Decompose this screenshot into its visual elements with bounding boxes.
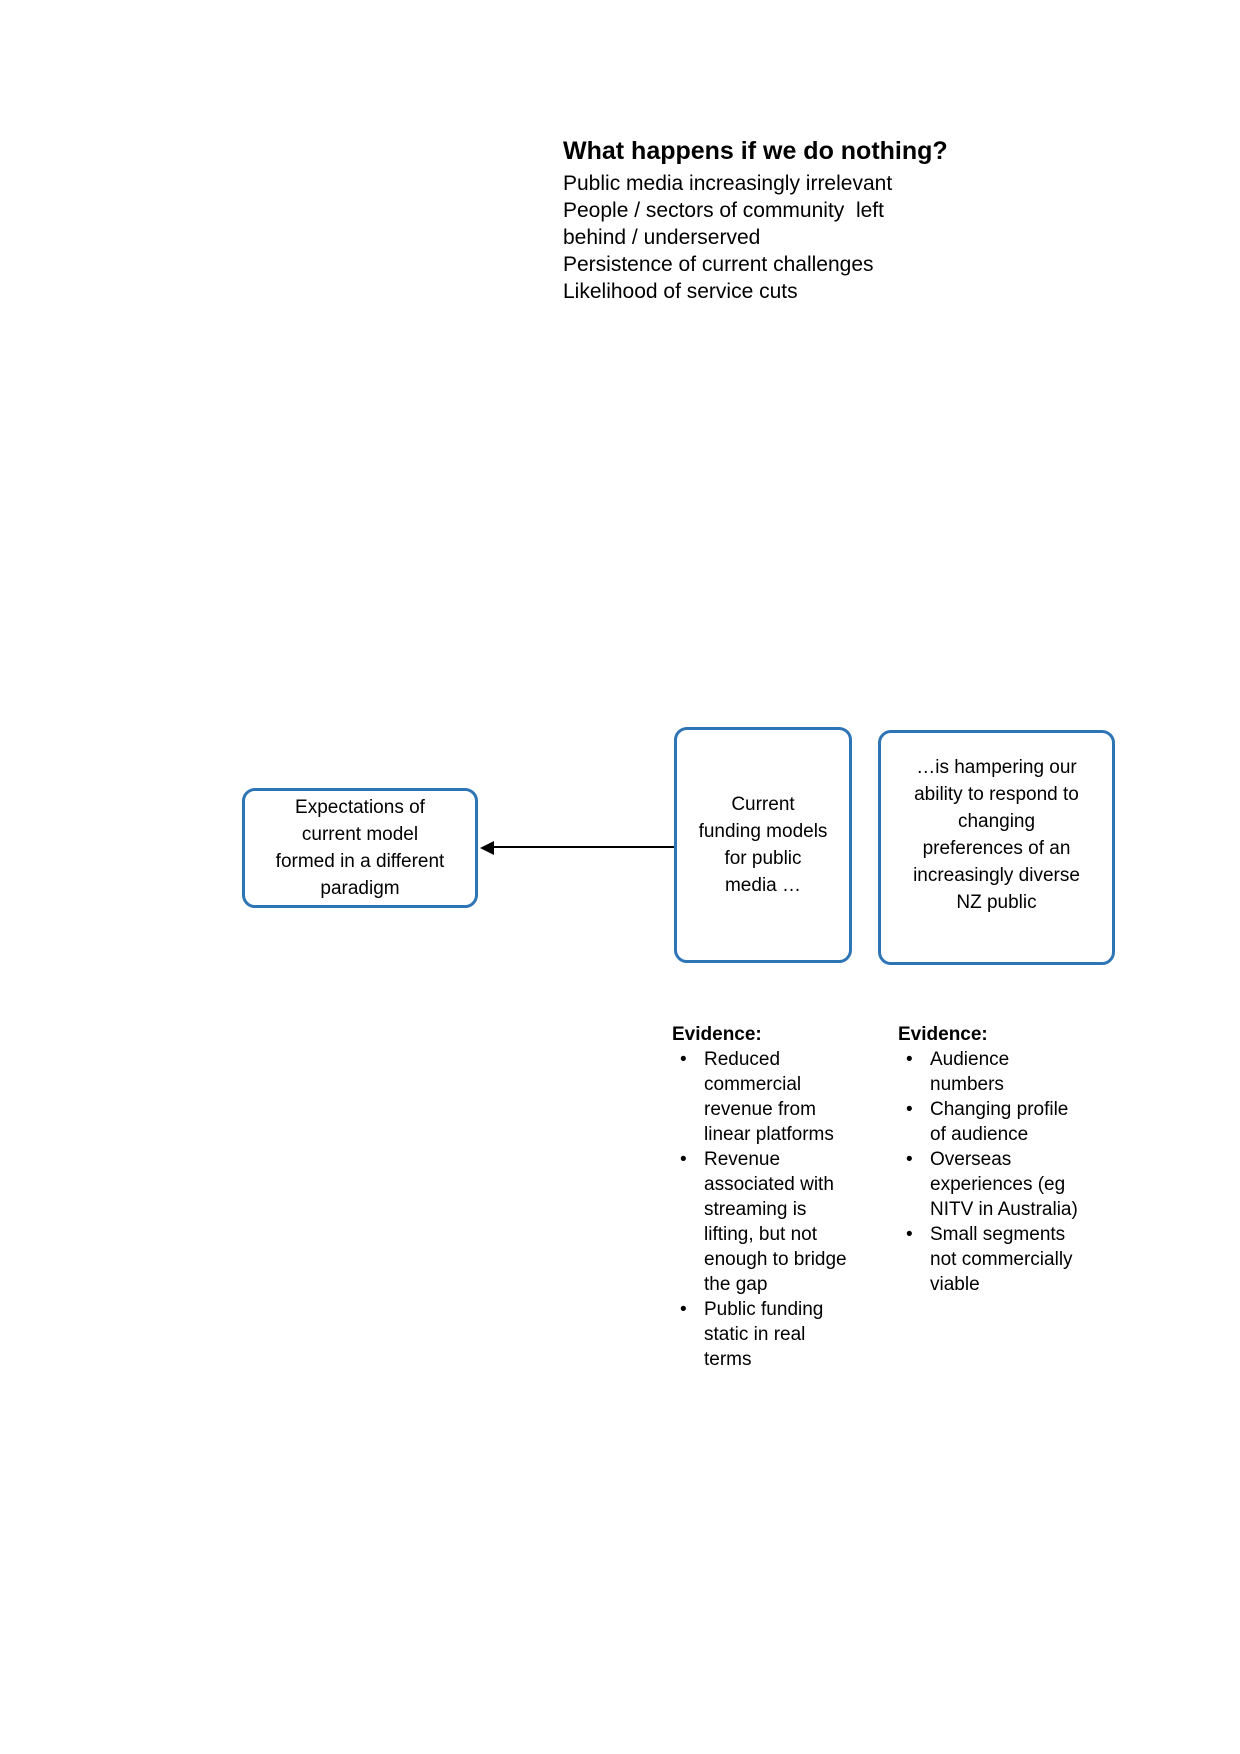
text-line: paradigm: [320, 878, 400, 899]
text-line: Public media increasingly irrelevant: [563, 172, 893, 195]
text-line: media …: [724, 875, 802, 896]
text-line: formed in a different: [275, 851, 445, 872]
text-line: behind / underserved: [563, 226, 761, 249]
evidence-column-audience: Evidence: Audience numbersChanging profi…: [898, 1022, 1084, 1297]
box-hampering-ability-text: …is hampering our ability to respond to ch…: [881, 754, 1112, 916]
text-line: changing: [957, 811, 1036, 832]
box-hampering-ability: …is hampering our ability to respond to ch…: [878, 730, 1115, 965]
text-line: Likelihood of service cuts: [563, 280, 798, 303]
evidence-list-audience: Audience numbersChanging profile of audi…: [898, 1047, 1080, 1297]
text-line: People / sectors of community left: [563, 199, 884, 222]
arrow-shaft: [492, 846, 674, 848]
text-line: for public: [724, 848, 802, 869]
header-block: What happens if we do nothing? Public me…: [563, 136, 993, 305]
evidence-item: Revenue associated with streaming is lif…: [672, 1147, 854, 1297]
evidence-heading: Evidence:: [898, 1024, 988, 1045]
evidence-column-funding: Evidence: Reduced commercial revenue fro…: [672, 1022, 858, 1372]
text-line: Expectations of: [295, 797, 425, 818]
text-line: increasingly diverse: [913, 865, 1080, 886]
text-line: preferences of an: [922, 838, 1071, 859]
evidence-item: Overseas experiences (eg NITV in Austral…: [898, 1147, 1080, 1222]
text-line: …is hampering our: [916, 757, 1077, 778]
text-line: Current: [731, 794, 795, 815]
text-line: Persistence of current challenges: [563, 253, 874, 276]
box-current-funding-text: Current funding models for public media …: [677, 791, 849, 899]
page-title: What happens if we do nothing?: [563, 137, 948, 165]
box-current-funding: Current funding models for public media …: [674, 727, 852, 963]
text-line: ability to respond to: [914, 784, 1079, 805]
evidence-item: Small segments not commercially viable: [898, 1222, 1080, 1297]
text-line: funding models: [698, 821, 828, 842]
arrow-left-icon: [480, 841, 494, 855]
evidence-heading: Evidence:: [672, 1024, 762, 1045]
evidence-item: Audience numbers: [898, 1047, 1080, 1097]
evidence-item: Reduced commercial revenue from linear p…: [672, 1047, 854, 1147]
text-line: current model: [301, 824, 419, 845]
evidence-list-funding: Reduced commercial revenue from linear p…: [672, 1047, 854, 1372]
box-expectations: Expectations of current model formed in a …: [242, 788, 478, 908]
evidence-item: Public funding static in real terms: [672, 1297, 854, 1372]
evidence-item: Changing profile of audience: [898, 1097, 1080, 1147]
box-expectations-text: Expectations of current model formed in a …: [245, 794, 475, 902]
text-line: NZ public: [956, 892, 1037, 913]
